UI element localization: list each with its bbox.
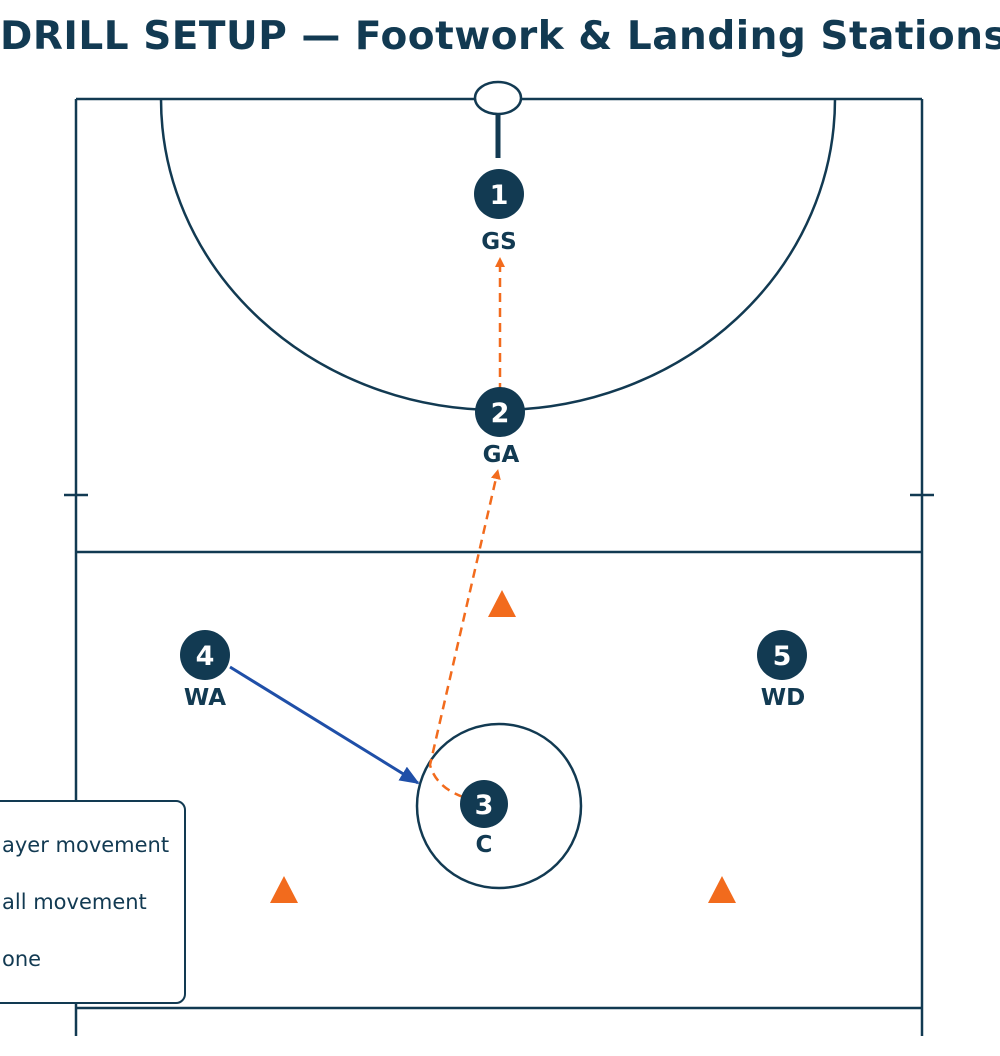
player-marker — [475, 387, 525, 437]
goal-ring-icon — [473, 80, 523, 116]
centre-circle — [415, 722, 583, 890]
player-path-wa-to-c — [229, 665, 420, 785]
player-wa: 4 WA — [180, 630, 230, 711]
player-position-label: WD — [761, 685, 805, 711]
cone-icon — [270, 876, 298, 903]
cone-icon — [488, 590, 516, 617]
player-c: 3 C — [460, 780, 508, 858]
player-marker — [460, 780, 508, 828]
player-position-label: GA — [483, 442, 520, 468]
legend-ball-movement: all movement — [2, 890, 147, 914]
legend-cone: one — [2, 947, 42, 971]
cone-icon — [708, 876, 736, 903]
player-number: 4 — [196, 641, 215, 672]
player-ga: 2 GA — [475, 387, 525, 468]
player-position-label: C — [476, 832, 493, 858]
player-position-label: WA — [184, 685, 226, 711]
player-gs: 1 GS — [474, 169, 524, 255]
player-marker — [757, 630, 807, 680]
player-marker — [180, 630, 230, 680]
diagram-title: DRILL SETUP — Footwork & Landing Station… — [0, 14, 1000, 59]
player-number: 1 — [490, 180, 509, 211]
player-number: 2 — [491, 398, 510, 429]
legend: ayer movement all movement one — [0, 800, 186, 1004]
court-lines — [64, 97, 934, 1036]
ball-path-c-to-ga — [428, 469, 501, 799]
player-number: 3 — [475, 790, 494, 821]
player-wd: 5 WD — [757, 630, 807, 711]
player-marker — [474, 169, 524, 219]
player-position-label: GS — [481, 229, 516, 255]
legend-player-movement: ayer movement — [2, 833, 170, 857]
player-number: 5 — [773, 641, 792, 672]
